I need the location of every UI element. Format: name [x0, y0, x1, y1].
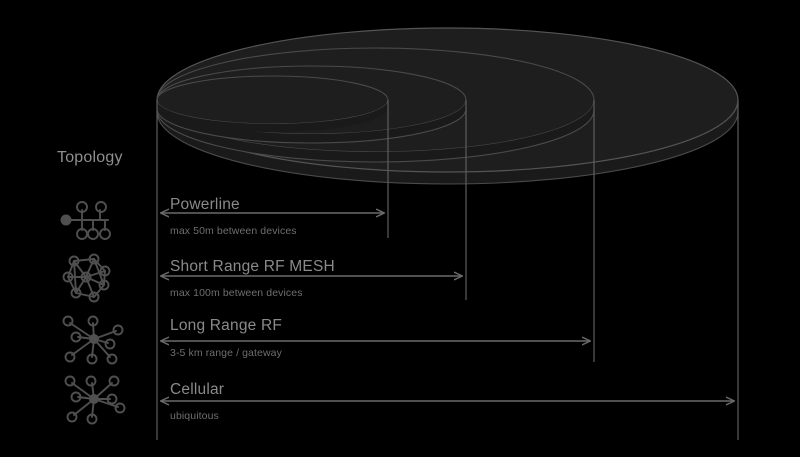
short-range-disc-side: [157, 100, 466, 143]
long-range-detail: 3-5 km range / gateway: [170, 347, 283, 359]
cellular-detail: ubiquitous: [170, 410, 219, 422]
long-range-label: Long Range RF: [170, 317, 282, 334]
star-topology-wide-icon: [64, 375, 126, 425]
bus-star-topology-icon: [60, 201, 111, 240]
powerline-label: Powerline: [170, 196, 240, 213]
short-range-disc-bottom-rim: [156, 108, 467, 144]
legend-header: Topology: [57, 149, 123, 166]
short-range-detail: max 100m between devices: [170, 287, 303, 299]
long-range-disc-bottom-rim: [156, 109, 595, 163]
star-topology-icon: [62, 315, 124, 365]
measure-row-long-range-rf: Long Range RF 3-5 km range / gateway: [161, 317, 590, 359]
cellular-label: Cellular: [170, 381, 224, 398]
cellular-disc-side: [157, 100, 738, 184]
measure-row-cellular: Cellular ubiquitous: [161, 381, 734, 422]
measure-row-short-range-rf-mesh: Short Range RF MESH max 100m between dev…: [161, 258, 462, 299]
long-range-disc-side: [157, 100, 594, 162]
powerline-disc-side: [157, 100, 388, 132]
measure-row-powerline: Powerline max 50m between devices: [161, 196, 384, 237]
dense-mesh-topology-icon: [62, 253, 111, 303]
range-disc-graphic: [156, 27, 739, 440]
short-range-label: Short Range RF MESH: [170, 258, 335, 275]
powerline-detail: max 50m between devices: [170, 225, 297, 237]
cellular-disc-bottom-rim: [156, 111, 739, 185]
